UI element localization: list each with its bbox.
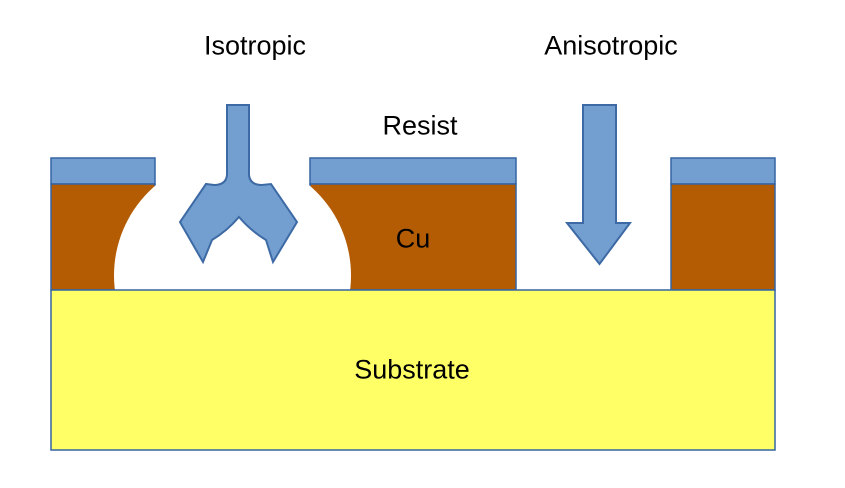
resist-strip-center: [309, 157, 517, 185]
isotropic-split-arrow-icon: [178, 104, 299, 265]
label-isotropic: Isotropic: [203, 30, 307, 61]
resist-strip-left: [50, 157, 156, 185]
resist-strip-right: [670, 157, 776, 185]
anisotropic-down-arrow-icon: [564, 104, 632, 266]
label-substrate: Substrate: [354, 354, 470, 385]
label-resist: Resist: [382, 110, 458, 141]
label-anisotropic: Anisotropic: [544, 30, 678, 61]
label-cu: Cu: [395, 223, 431, 254]
substrate-layer: [50, 289, 776, 451]
cu-block-right: [670, 183, 776, 291]
